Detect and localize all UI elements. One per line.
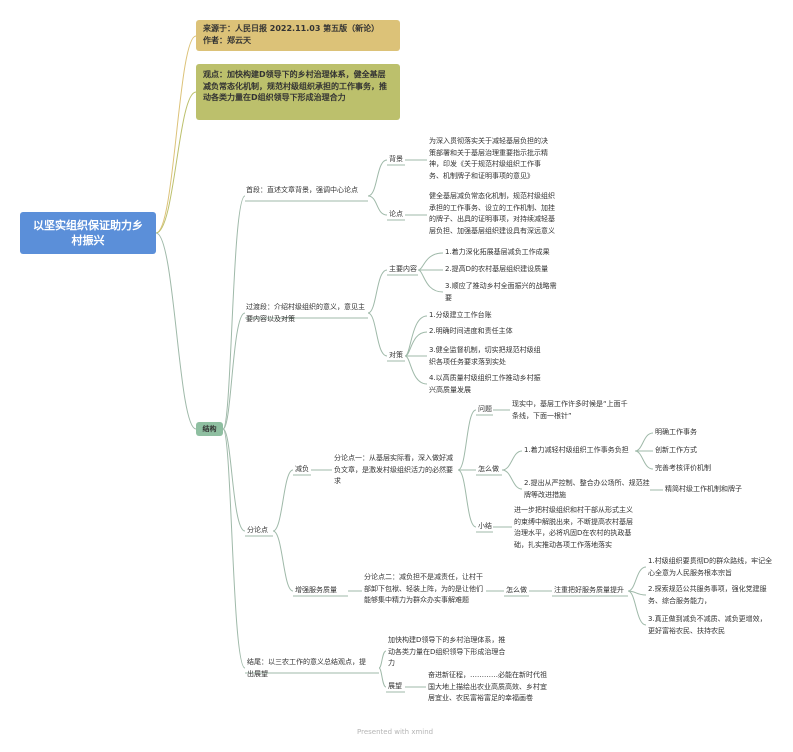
sub-argument-two[interactable]: 分论点二：减负担不是减责任，让村干部卸下包袱、轻装上阵，为的是让他们能够集中精力… xyxy=(364,573,483,604)
background-text[interactable]: 为深入贯彻落实关于减轻基层负担的决策部署和关于基层治理重要指示批示精神，印发《关… xyxy=(429,137,548,180)
how-subitem[interactable]: 创新工作方式 xyxy=(655,446,697,454)
structure-label: 结构 xyxy=(202,425,217,433)
how-item-two[interactable]: 2.提出从严控制、整合办公场所、规范挂牌等改进措施 xyxy=(524,479,650,499)
how-subitem[interactable]: 精简村级工作机制和牌子 xyxy=(665,485,742,493)
content-item[interactable]: 2.提高D的农村基层组织建设质量 xyxy=(445,265,549,273)
sub-arguments-topic[interactable]: 分论点 xyxy=(247,526,268,534)
burden-reduction-topic[interactable]: 减负 xyxy=(295,465,309,473)
source-line: 来源于：人民日报 2022.11.03 第五版（新论） xyxy=(203,24,380,33)
summary-topic[interactable]: 小结 xyxy=(478,522,492,530)
main-content-topic[interactable]: 主要内容 xyxy=(389,265,417,273)
measures-topic[interactable]: 对策 xyxy=(389,351,403,359)
problem-topic[interactable]: 问题 xyxy=(478,405,492,413)
outlook-text[interactable]: 奋进新征程，…………必能在新时代祖国大地上描绘出农业高质高效、乡村宜居宜业、农民… xyxy=(428,671,547,702)
service-item[interactable]: 3.真正做到减负不减质、减负更增效，更好富裕农民、扶持农民 xyxy=(648,615,767,635)
service-main-item[interactable]: 注重把好服务质量提升 xyxy=(554,586,624,594)
closing-point-text[interactable]: 加快构建D领导下的乡村治理体系，推动各类力量在D组织领导下形成治理合力 xyxy=(388,636,506,667)
service-item[interactable]: 1.村级组织要贯彻D的群众路线，牢记全心全意为人民服务根本宗旨 xyxy=(648,557,773,577)
transition-topic[interactable]: 过渡段：介绍村级组织的意义，意见主要内容以及对策 xyxy=(246,303,365,323)
thesis-topic[interactable]: 论点 xyxy=(389,210,403,218)
measure-item[interactable]: 4.以高质量村级组织工作推动乡村振兴高质量发展 xyxy=(429,374,541,394)
thesis-text[interactable]: 健全基层减负常态化机制，规范村级组织承担的工作事务、设立的工作机制、加挂的牌子、… xyxy=(429,192,555,235)
closing-topic[interactable]: 结尾：以三农工作的意义总结观点，提出展望 xyxy=(247,658,366,678)
service-quality-topic[interactable]: 增强服务质量 xyxy=(295,586,337,594)
how-subitem[interactable]: 完善考核评价机制 xyxy=(655,464,711,472)
root-topic[interactable]: 以坚实组织保证助力乡村振兴 xyxy=(20,212,156,254)
service-item[interactable]: 2.探索规范公共服务事项，强化党建服务、综合服务能力， xyxy=(648,585,767,605)
content-item[interactable]: 1.着力深化拓展基层减负工作成果 xyxy=(445,248,550,256)
structure-topic[interactable]: 结构 xyxy=(196,422,223,436)
how-item-one[interactable]: 1.着力减轻村级组织工作事务负担 xyxy=(524,446,629,454)
viewpoint-box[interactable]: 观点：加快构建D领导下的乡村治理体系，健全基层减负常态化机制，规范村级组织承担的… xyxy=(196,64,400,120)
content-item[interactable]: 3.顺应了推动乡村全面振兴的战略需要 xyxy=(445,282,557,302)
background-topic[interactable]: 背景 xyxy=(389,155,403,163)
how-topic-two[interactable]: 怎么做 xyxy=(506,586,527,594)
how-subitem[interactable]: 明确工作事务 xyxy=(655,428,697,436)
summary-text[interactable]: 进一步把村级组织和村干部从形式主义的束缚中解脱出来，不断提高农村基层治理水平，必… xyxy=(514,506,633,549)
sub-argument-one[interactable]: 分论点一：从基层实际看，深入做好减负文章，是激发村级组织活力的必然要求 xyxy=(334,454,453,485)
measure-item[interactable]: 3.健全监督机制，切实把规范村级组织各项任务要求落到实处 xyxy=(429,346,541,366)
outlook-topic[interactable]: 展望 xyxy=(388,682,402,690)
source-box[interactable]: 来源于：人民日报 2022.11.03 第五版（新论） 作者：郑云天 xyxy=(196,20,400,51)
opening-topic[interactable]: 首段：直述文章背景，强调中心论点 xyxy=(246,186,358,194)
xmind-footer: Presented with xmind xyxy=(357,728,434,736)
measure-item[interactable]: 2.明确时间进度和责任主体 xyxy=(429,327,513,335)
problem-text[interactable]: 现实中，基层工作许多时候是“上面千条线，下面一根针” xyxy=(512,400,628,420)
root-title: 以坚实组织保证助力乡村振兴 xyxy=(33,219,143,247)
viewpoint-text: 观点：加快构建D领导下的乡村治理体系，健全基层减负常态化机制，规范村级组织承担的… xyxy=(203,70,387,102)
measure-item[interactable]: 1.分级建立工作台账 xyxy=(429,311,492,319)
how-topic[interactable]: 怎么做 xyxy=(478,465,499,473)
author-line: 作者：郑云天 xyxy=(203,35,251,45)
